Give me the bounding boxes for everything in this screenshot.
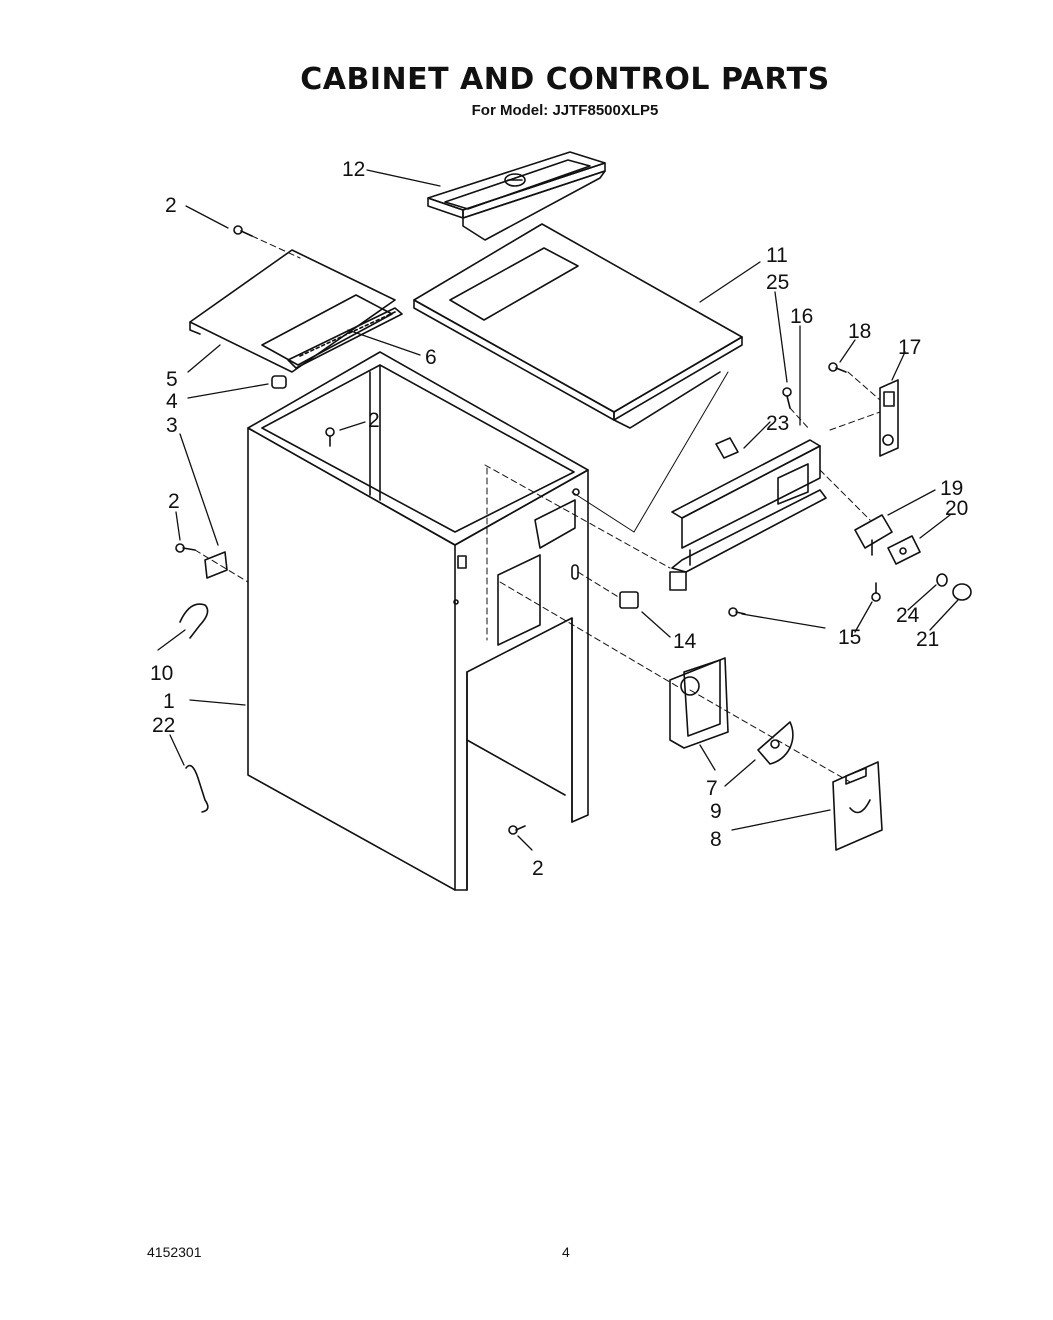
screw-18: [828, 362, 847, 373]
callout-3: 3: [166, 414, 178, 437]
part-12-top-plate: [427, 151, 606, 241]
callout-2-side: 2: [168, 490, 180, 513]
part-20-plate: [887, 535, 921, 565]
callout-16: 16: [790, 305, 813, 328]
callout-2-top: 2: [165, 194, 177, 217]
part-8-faceplate: [832, 761, 883, 851]
model-subtitle: For Model: JJTF8500XLP5: [471, 102, 659, 119]
part-21-knob: [952, 583, 972, 601]
callout-19: 19: [940, 477, 963, 500]
screw-15: [728, 607, 746, 617]
part-16-control-bracket: [669, 439, 827, 591]
callout-23: 23: [766, 412, 789, 435]
callout-8: 8: [710, 828, 722, 851]
doc-number: 4152301: [147, 1244, 202, 1260]
part-1-cabinet: [247, 351, 589, 891]
callout-22: 22: [152, 714, 175, 737]
screw-2-inner: [325, 427, 335, 447]
part-3-bracket: [204, 551, 228, 579]
part-23-clip: [715, 437, 739, 459]
part-14-connector: [619, 591, 639, 609]
callout-17: 17: [898, 336, 921, 359]
part-11-top-panel: [413, 223, 743, 429]
callout-15: 15: [838, 626, 861, 649]
callout-5: 5: [166, 368, 178, 391]
callout-2-inner: 2: [368, 409, 380, 432]
assembly-lines: [194, 235, 881, 783]
part-4-clip: [271, 375, 287, 389]
page-number: 4: [562, 1244, 570, 1260]
screw-15b: [871, 582, 881, 602]
callout-18: 18: [848, 320, 871, 343]
screw-2-bottom: [508, 825, 526, 835]
callout-12: 12: [342, 158, 365, 181]
screw-2-side: [175, 543, 196, 553]
part-6-strip: [287, 307, 403, 369]
part-10-clamp: [179, 603, 209, 639]
page-title: CABINET AND CONTROL PARTS: [300, 62, 830, 97]
callout-24: 24: [896, 604, 920, 627]
screw-25: [782, 387, 792, 409]
part-7-housing: [669, 657, 729, 749]
part-9-dial: [757, 721, 794, 765]
callout-20: 20: [945, 497, 968, 520]
callout-2-bottom: 2: [532, 857, 544, 880]
callout-6: 6: [425, 346, 437, 369]
part-19-knob-bracket: [854, 514, 893, 556]
guide-line-11: [571, 371, 729, 533]
callout-21: 21: [916, 628, 939, 651]
callout-9: 9: [710, 800, 722, 823]
callout-4: 4: [166, 390, 178, 413]
screw-2-top: [233, 225, 253, 237]
part-24-washer: [936, 573, 948, 587]
callout-labels: 12 2 11 25 16 18 17 6 5 4 3 2 23 2 19 20…: [150, 158, 968, 880]
part-22-clamp: [185, 764, 209, 813]
callout-11: 11: [766, 244, 788, 267]
part-17-switch: [879, 379, 899, 457]
callout-7: 7: [706, 777, 718, 800]
callout-10: 10: [150, 662, 173, 685]
callout-1: 1: [163, 690, 175, 713]
callout-14: 14: [673, 630, 697, 653]
leader-arrows: [157, 169, 959, 851]
callout-25: 25: [766, 271, 789, 294]
part-5-side-panel: [189, 249, 396, 373]
